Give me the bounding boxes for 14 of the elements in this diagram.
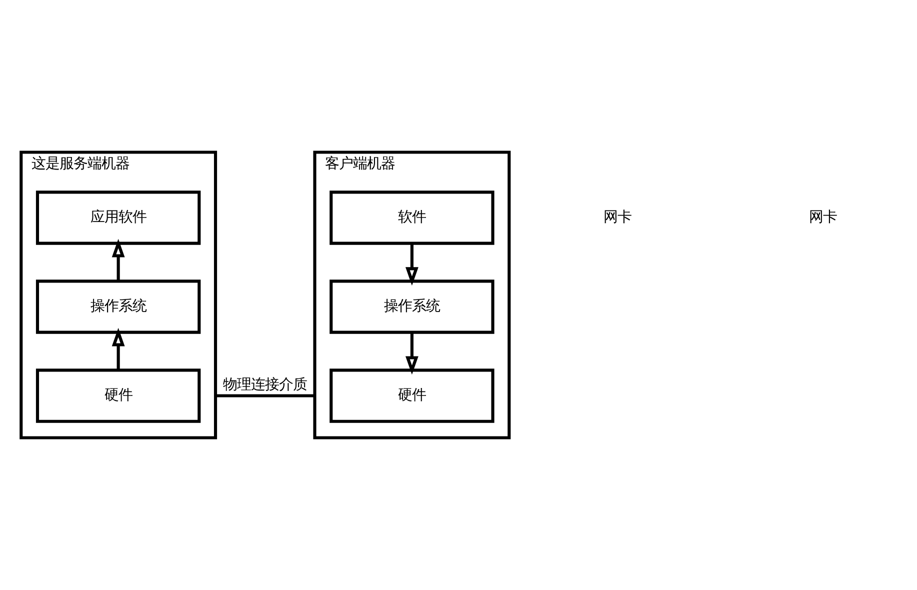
arrow	[112, 328, 125, 370]
edge-label: 物理连接介质	[223, 376, 308, 393]
connector	[216, 394, 315, 398]
label: 网卡	[604, 210, 632, 226]
arrow	[112, 238, 125, 281]
node-box: 硬件	[330, 368, 494, 423]
node-box: 操作系统	[330, 280, 494, 334]
arrow	[405, 332, 418, 375]
node-box: 应用软件	[36, 190, 201, 245]
node-box: 软件	[330, 190, 494, 245]
arrow	[405, 243, 418, 286]
label: 网卡	[809, 210, 838, 226]
node-box: 硬件	[36, 368, 201, 423]
node-box: 操作系统	[36, 280, 201, 334]
